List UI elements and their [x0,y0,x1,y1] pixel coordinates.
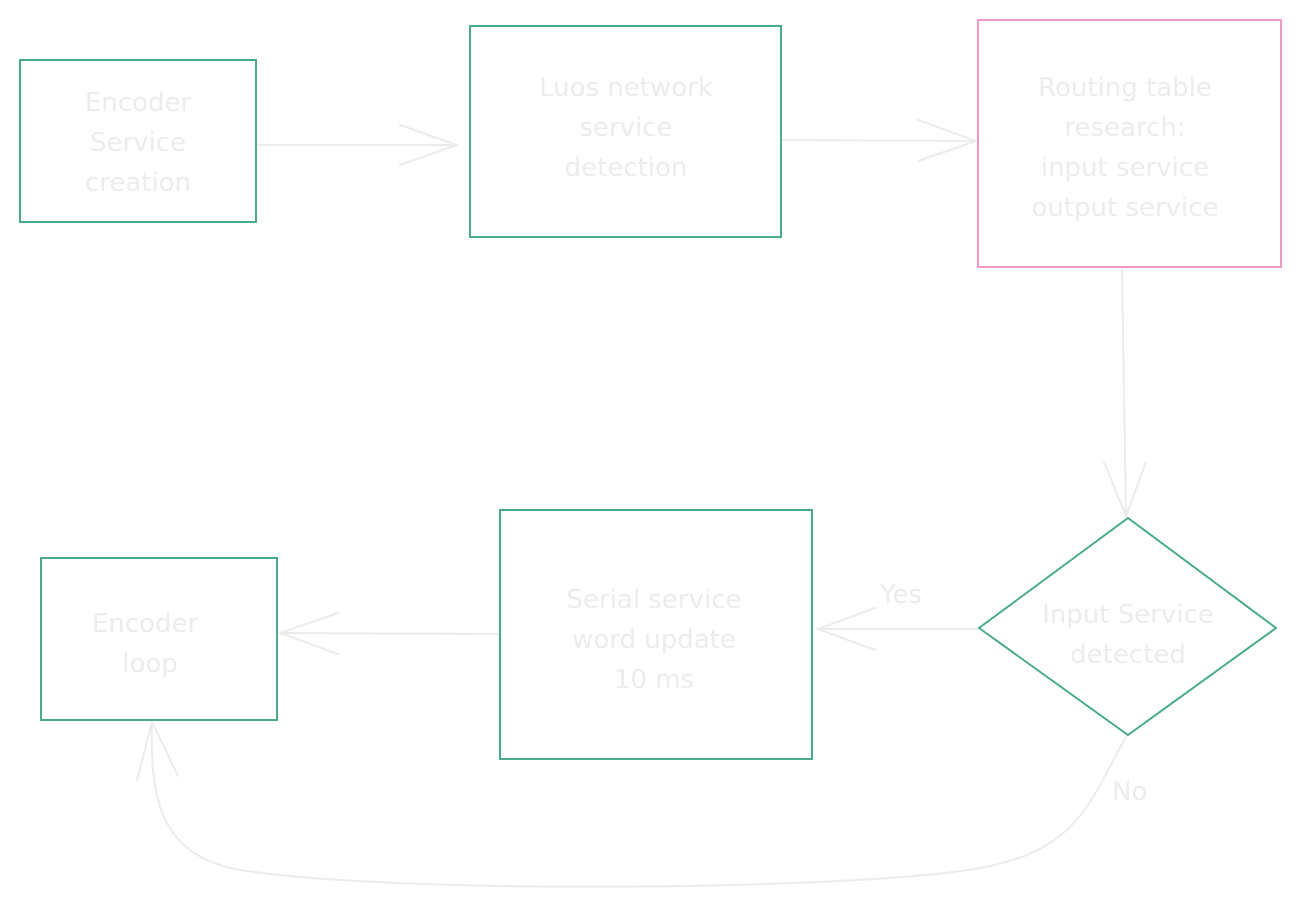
svg-text:Luos network: Luos network [539,73,713,103]
svg-text:service: service [579,113,672,143]
edge-label-yes: Yes [879,580,922,610]
svg-text:creation: creation [85,168,191,198]
svg-text:10 ms: 10 ms [614,665,694,695]
svg-text:Input Service: Input Service [1042,600,1214,630]
svg-text:loop: loop [122,649,178,679]
svg-text:Service: Service [90,128,186,158]
svg-text:Routing table: Routing table [1038,73,1212,103]
edge-routing-to-decision [1103,269,1147,519]
svg-text:Encoder: Encoder [85,88,192,118]
arrowhead-icon [276,612,339,655]
arrowhead-icon [917,119,980,162]
svg-text:input service: input service [1041,153,1209,183]
svg-text:Encoder: Encoder [92,609,199,639]
svg-text:research:: research: [1064,113,1185,143]
edge-serial-to-loop [276,612,499,655]
svg-text:detection: detection [565,153,688,183]
node-encoder-loop[interactable]: Encoder loop [40,557,278,721]
arrowhead-icon [399,124,461,166]
node-input-service-detected[interactable]: Input Service detected [977,516,1278,737]
edge-decision-to-loop [136,719,1127,888]
node-luos-network-detection[interactable]: Luos network service detection [469,25,782,238]
arrowhead-icon [1103,461,1147,519]
edge-encoder-to-luos [256,124,461,166]
node-encoder-service-creation[interactable]: Encoder Service creation [19,59,257,223]
svg-text:output service: output service [1031,193,1218,223]
arrowhead-icon [136,719,179,781]
edge-label-no: No [1112,777,1147,807]
svg-text:word update: word update [572,625,736,655]
svg-text:Serial service: Serial service [567,585,742,615]
node-serial-service-update[interactable]: Serial service word update 10 ms [499,509,813,760]
edge-decision-to-serial [815,607,978,651]
svg-text:detected: detected [1070,640,1186,670]
node-routing-table-research[interactable]: Routing table research: input service ou… [977,19,1282,268]
edge-luos-to-routing [782,119,980,162]
arrowhead-icon [815,607,876,651]
